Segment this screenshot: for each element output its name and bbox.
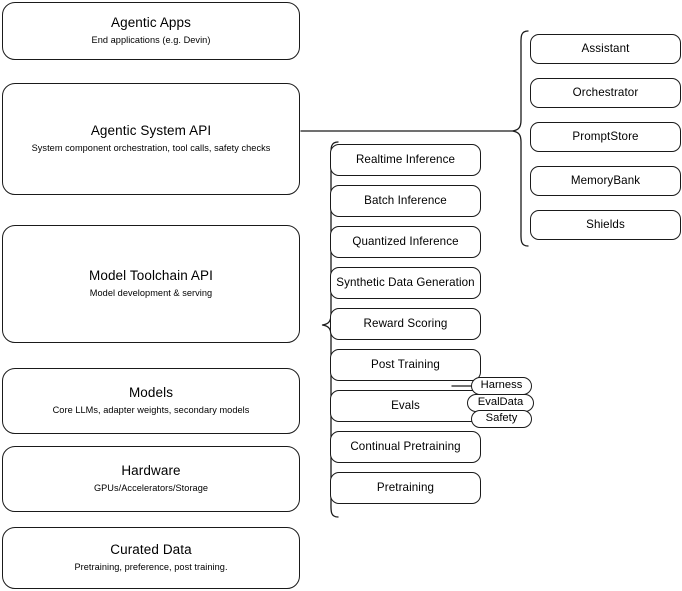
layer-subtitle: Pretraining, preference, post training. — [74, 562, 228, 573]
item-label: Assistant — [581, 42, 630, 56]
toolchain-item-evals[interactable]: Evals — [330, 390, 481, 422]
evals-badge-harness[interactable]: Harness — [471, 377, 532, 395]
layer-subtitle: End applications (e.g. Devin) — [91, 35, 211, 46]
layer-subtitle: System component orchestration, tool cal… — [31, 143, 271, 154]
system-item-assistant[interactable]: Assistant — [530, 34, 681, 64]
layer-title: Curated Data — [110, 541, 192, 557]
layer-subtitle: GPUs/Accelerators/Storage — [93, 483, 209, 494]
evals-badge-safety[interactable]: Safety — [471, 410, 532, 428]
layer-subtitle: Core LLMs, adapter weights, secondary mo… — [52, 405, 250, 416]
system-item-shields[interactable]: Shields — [530, 210, 681, 240]
item-label: Continual Pretraining — [350, 440, 461, 454]
toolchain-item-pretraining[interactable]: Pretraining — [330, 472, 481, 504]
item-label: Batch Inference — [364, 194, 447, 208]
toolchain-item-quantized-inference[interactable]: Quantized Inference — [330, 226, 481, 258]
toolchain-item-batch-inference[interactable]: Batch Inference — [330, 185, 481, 217]
layer-box-agentic-system-api[interactable]: Agentic System API System component orch… — [2, 83, 300, 195]
layer-title: Model Toolchain API — [89, 267, 213, 283]
item-label: Shields — [586, 218, 625, 232]
item-label: Orchestrator — [572, 86, 639, 100]
toolchain-item-continual-pretraining[interactable]: Continual Pretraining — [330, 431, 481, 463]
layer-title: Models — [128, 384, 174, 400]
system-item-orchestrator[interactable]: Orchestrator — [530, 78, 681, 108]
system-item-promptstore[interactable]: PromptStore — [530, 122, 681, 152]
layer-box-hardware[interactable]: Hardware GPUs/Accelerators/Storage — [2, 446, 300, 512]
item-label: Synthetic Data Generation — [336, 276, 475, 290]
system-item-memorybank[interactable]: MemoryBank — [530, 166, 681, 196]
system-components-brace — [511, 30, 529, 247]
layer-box-curated-data[interactable]: Curated Data Pretraining, preference, po… — [2, 527, 300, 589]
toolchain-item-realtime-inference[interactable]: Realtime Inference — [330, 144, 481, 176]
layer-box-models[interactable]: Models Core LLMs, adapter weights, secon… — [2, 368, 300, 434]
item-label: MemoryBank — [570, 174, 641, 188]
layer-title: Hardware — [121, 462, 181, 478]
layer-subtitle: Model development & serving — [89, 288, 213, 299]
layer-title: Agentic System API — [90, 122, 212, 138]
badge-label: Harness — [480, 379, 523, 392]
layer-box-model-toolchain-api[interactable]: Model Toolchain API Model development & … — [2, 225, 300, 343]
layer-title: Agentic Apps — [110, 14, 191, 30]
item-label: Post Training — [371, 358, 440, 372]
item-label: PromptStore — [572, 130, 639, 144]
badge-label: Safety — [485, 412, 518, 425]
item-label: Quantized Inference — [352, 235, 459, 249]
item-label: Realtime Inference — [355, 153, 456, 167]
toolchain-item-post-training[interactable]: Post Training — [330, 349, 481, 381]
item-label: Pretraining — [376, 481, 435, 495]
toolchain-item-synthetic-data-generation[interactable]: Synthetic Data Generation — [330, 267, 481, 299]
badge-label: EvalData — [477, 396, 524, 409]
item-label: Evals — [391, 399, 420, 413]
layer-box-agentic-apps[interactable]: Agentic Apps End applications (e.g. Devi… — [2, 2, 300, 60]
item-label: Reward Scoring — [363, 317, 448, 331]
toolchain-item-reward-scoring[interactable]: Reward Scoring — [330, 308, 481, 340]
